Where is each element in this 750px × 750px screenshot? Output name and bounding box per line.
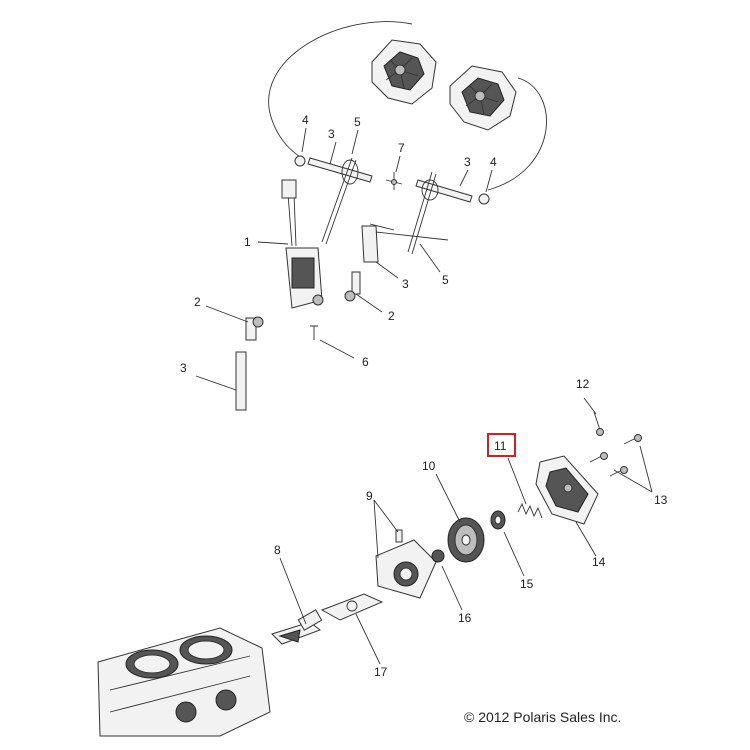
callout-17: 17 <box>374 665 388 679</box>
rod-upper-left <box>307 157 373 183</box>
callout-4-right: 4 <box>490 155 497 169</box>
callout-4-left: 4 <box>302 113 309 127</box>
copyright-text: © 2012 Polaris Sales Inc. <box>464 709 621 725</box>
callout-11: 11 <box>494 439 507 453</box>
dowel <box>395 529 403 543</box>
callout-5-lower: 5 <box>442 273 449 287</box>
callout-7: 7 <box>398 141 405 155</box>
callout-6: 6 <box>362 355 369 369</box>
cable-left-b <box>325 159 357 245</box>
callout-3-center: 3 <box>402 277 409 291</box>
callout-8: 8 <box>274 543 281 557</box>
callout-1: 1 <box>244 235 251 249</box>
screw-6 <box>310 325 318 340</box>
impeller <box>447 517 485 563</box>
valve-actuator <box>281 179 324 309</box>
cap-left <box>294 155 306 167</box>
rod-upper-right <box>415 179 473 203</box>
cable-right <box>407 171 433 253</box>
bolt-13c <box>609 469 623 477</box>
callout-15: 15 <box>520 577 534 591</box>
housing-arc-right <box>487 77 547 191</box>
bolt-13b <box>623 437 637 445</box>
valve-housing-left <box>371 39 437 105</box>
pump-fitting <box>271 609 323 645</box>
callout-3-upper-left: 3 <box>328 127 335 141</box>
callout-5-upper: 5 <box>354 115 361 129</box>
engine-cylinder-block <box>97 627 271 737</box>
outlet-cover <box>535 455 599 525</box>
callout-3-lower: 3 <box>180 361 187 375</box>
callout-16: 16 <box>458 611 472 625</box>
gasket <box>320 593 384 621</box>
callout-2-right: 2 <box>388 309 395 323</box>
fitting-right <box>344 271 361 302</box>
callout-13: 13 <box>654 493 668 507</box>
callout-2-left: 2 <box>194 295 201 309</box>
pump-cover <box>375 539 437 599</box>
rod-center <box>361 225 379 263</box>
callout-14: 14 <box>592 555 606 569</box>
cable-right-b <box>411 173 437 255</box>
bolt-12 <box>593 411 601 431</box>
nut <box>431 549 445 563</box>
rod-lower <box>235 351 247 411</box>
callout-12: 12 <box>576 377 590 391</box>
cable-left <box>321 157 353 243</box>
fitting-left <box>245 316 264 341</box>
valve-housing-right <box>449 65 517 131</box>
callout-9: 9 <box>366 489 373 503</box>
callout-11-highlight <box>487 433 516 457</box>
callout-3-upper-right: 3 <box>464 155 471 169</box>
leader-lines <box>195 127 653 665</box>
tee-fitting <box>385 172 403 190</box>
spring <box>517 502 543 519</box>
cap-right <box>478 193 490 205</box>
housing-arc-left <box>268 21 413 161</box>
bolt-13a <box>589 455 603 463</box>
callout-10: 10 <box>422 459 436 473</box>
